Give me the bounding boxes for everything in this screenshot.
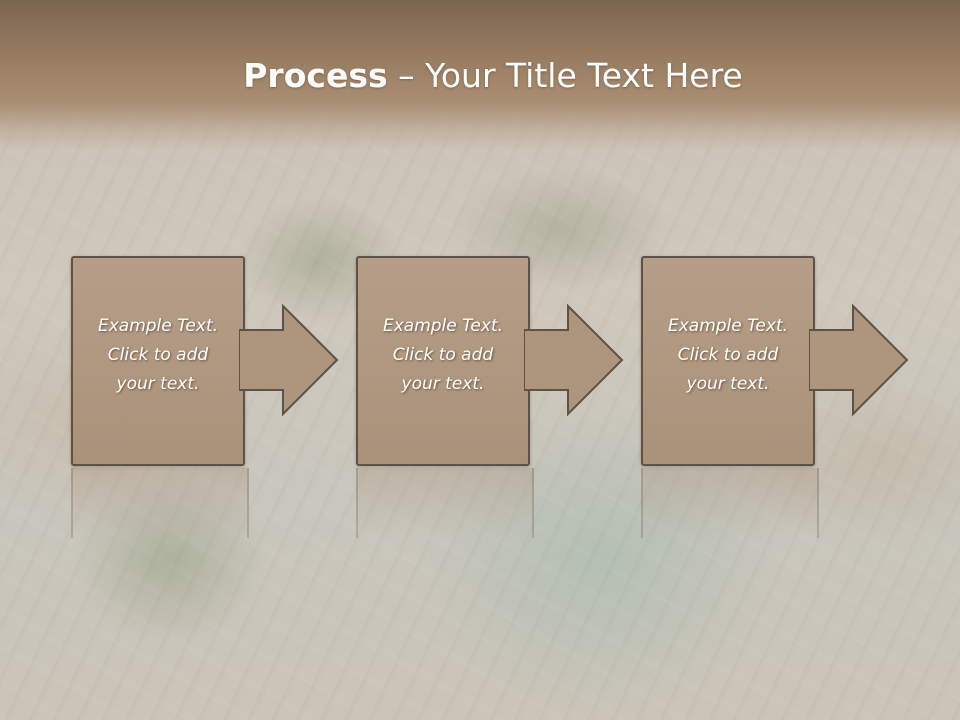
process-step-1: Example Text. Click to add your text.: [71, 256, 411, 538]
process-step-2: Example Text. Click to add your text.: [356, 256, 696, 538]
right-arrow-icon: [809, 304, 909, 416]
step-text-2[interactable]: Example Text. Click to add your text.: [382, 316, 504, 394]
right-arrow-icon: [239, 304, 339, 416]
step-box-2[interactable]: Example Text. Click to add your text.: [356, 256, 530, 466]
title-band: [0, 0, 960, 150]
slide-title[interactable]: Process – Your Title Text Here: [0, 52, 960, 100]
step-reflection-3: [641, 468, 819, 538]
title-rest: – Your Title Text Here: [387, 56, 743, 95]
process-step-3: Example Text. Click to add your text.: [641, 256, 960, 538]
title-bold: Process: [243, 56, 388, 95]
step-reflection-2: [356, 468, 534, 538]
step-box-1[interactable]: Example Text. Click to add your text.: [71, 256, 245, 466]
step-reflection-1: [71, 468, 249, 538]
step-box-3[interactable]: Example Text. Click to add your text.: [641, 256, 815, 466]
right-arrow-icon: [524, 304, 624, 416]
step-text-3[interactable]: Example Text. Click to add your text.: [667, 316, 789, 394]
step-text-1[interactable]: Example Text. Click to add your text.: [97, 316, 219, 394]
